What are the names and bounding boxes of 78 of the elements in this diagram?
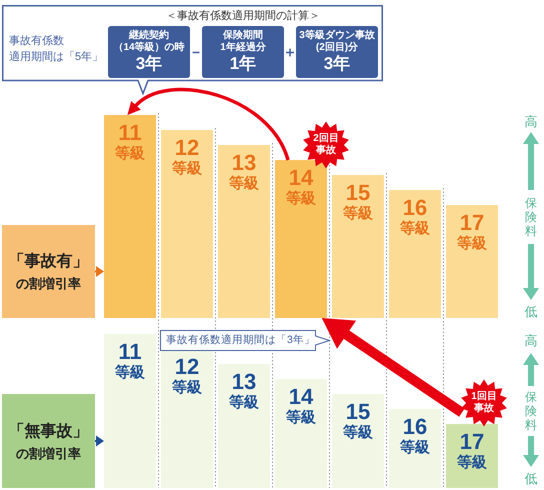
- plus-sign: ＋: [283, 44, 297, 60]
- grade-number: 11: [118, 120, 142, 145]
- grade-bar: [104, 115, 156, 318]
- grade-bar: [104, 334, 156, 488]
- grade-number: 17: [460, 210, 484, 235]
- grade-unit: 等級: [400, 220, 430, 238]
- grade-number: 17: [460, 429, 484, 454]
- thick-arrow: [322, 318, 465, 417]
- grade-number: 14: [288, 384, 314, 409]
- calculation-text: 3等級ダウン事故(2回目)分: [299, 30, 375, 54]
- grade-unit: 等級: [343, 205, 373, 223]
- row-label-box: [2, 394, 95, 488]
- grade-unit: 等級: [172, 160, 202, 178]
- scale-label: 低: [524, 304, 538, 320]
- grade-bar: [161, 349, 213, 488]
- minus-sign: －: [189, 44, 203, 60]
- starburst-badge: [460, 379, 508, 427]
- triangle-arrow: [95, 266, 104, 277]
- scale-label: 高: [524, 334, 538, 348]
- grade-unit: 等級: [115, 145, 145, 163]
- calculation-text: 保険期間1年経過分: [220, 30, 266, 54]
- grade-number: 16: [402, 195, 428, 220]
- grade-number: 13: [232, 150, 256, 175]
- grade-number: 13: [232, 369, 256, 394]
- grade-bar: [218, 145, 270, 318]
- grade-unit: 等級: [229, 394, 259, 412]
- callout-text: 事故有係数適用期間は「5年」: [9, 34, 104, 65]
- grade-number: 12: [174, 354, 200, 379]
- row-subtitle: の割増引率: [16, 444, 81, 462]
- grade-bar: [275, 160, 327, 318]
- grade-bar: [389, 409, 441, 488]
- row-title: 「無事故」: [8, 422, 88, 442]
- calculation-value: 3年: [324, 54, 350, 74]
- curved-arrow: [126, 88, 290, 161]
- callout-bubble: [2, 5, 383, 95]
- badge-text: 2回目事故: [313, 133, 339, 157]
- grade-unit: 等級: [172, 379, 202, 397]
- grade-number: 15: [346, 399, 370, 424]
- grade-bar: [161, 130, 213, 318]
- calculation-value: 1年: [230, 54, 256, 74]
- row-title: 「事故有」: [8, 252, 88, 272]
- grade-bar: [446, 424, 498, 488]
- scale-label: 保険料: [525, 196, 537, 238]
- grade-unit: 等級: [286, 409, 316, 427]
- callout-text: 事故有係数適用期間は「3年」: [166, 334, 315, 347]
- grade-unit: 等級: [343, 424, 373, 442]
- grade-unit: 等級: [457, 235, 487, 253]
- grade-number: 11: [118, 339, 142, 364]
- scale-label: 低: [524, 472, 538, 486]
- grade-number: 12: [174, 135, 200, 160]
- row-label-box: [2, 225, 95, 318]
- grade-unit: 等級: [286, 190, 316, 208]
- scale-label: 高: [524, 114, 538, 130]
- grade-unit: 等級: [115, 364, 145, 382]
- grade-number: 15: [346, 180, 370, 205]
- scale-label: 保険料: [525, 390, 537, 432]
- grade-bar: [218, 364, 270, 488]
- grade-bar: [275, 379, 327, 488]
- grade-unit: 等級: [229, 175, 259, 193]
- starburst-badge: [302, 121, 350, 169]
- calculation-box: [296, 26, 378, 78]
- grade-unit: 等級: [400, 439, 430, 457]
- calculation-box: [202, 26, 284, 78]
- grade-unit: 等級: [457, 454, 487, 472]
- triangle-arrow: [95, 436, 104, 446]
- calculation-box: [108, 26, 190, 78]
- grade-number: 14: [288, 165, 314, 190]
- grade-bar: [332, 175, 384, 318]
- grade-bar: [389, 190, 441, 318]
- callout-bubble: [160, 330, 330, 351]
- grade-number: 16: [402, 414, 428, 439]
- callout-heading: ＜事故有係数適用期間の計算＞: [166, 10, 320, 23]
- grade-bar: [446, 205, 498, 318]
- grade-bar: [332, 394, 384, 488]
- calculation-value: 3年: [136, 54, 162, 74]
- calculation-text: 継続契約（14等級）の時: [113, 30, 185, 54]
- badge-text: 1回目事故: [471, 391, 497, 415]
- row-subtitle: の割増引率: [16, 275, 81, 292]
